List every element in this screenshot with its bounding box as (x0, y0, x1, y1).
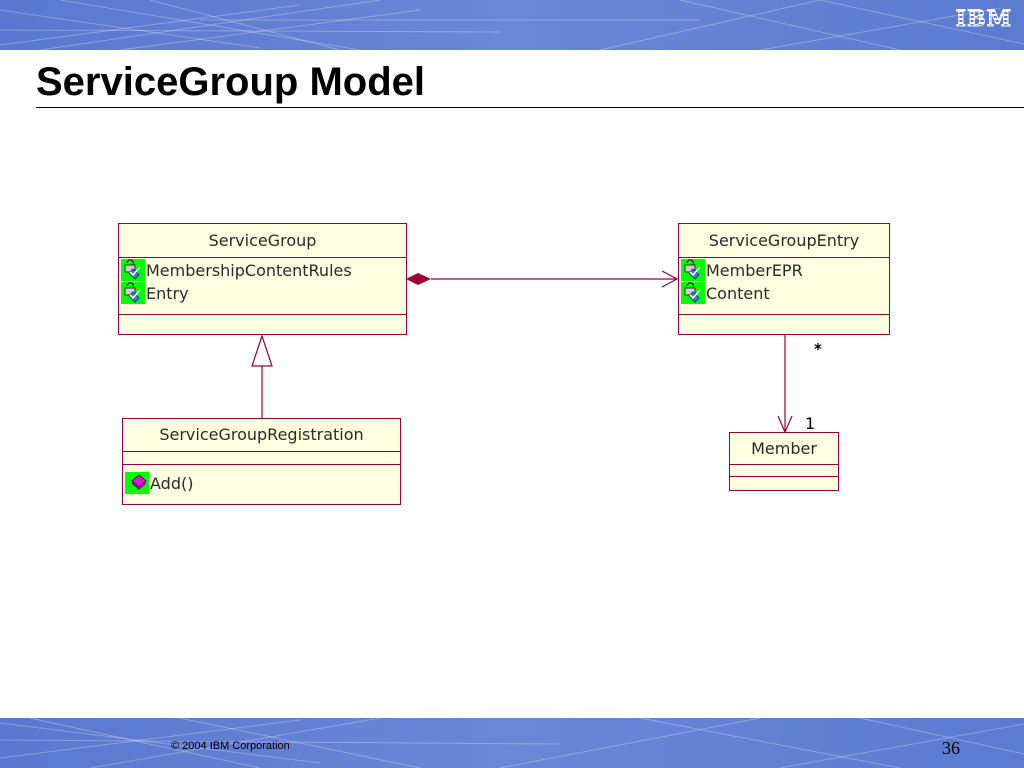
locked-attribute-icon (681, 282, 705, 304)
footer-band (0, 718, 1024, 768)
generalization-line (251, 334, 273, 418)
operation-compartment (679, 315, 889, 333)
header-band: IBM (0, 0, 1024, 50)
attribute-row[interactable]: MemberEPR (681, 259, 803, 281)
operation-label: Add() (150, 473, 194, 493)
operation-row[interactable]: Add() (125, 472, 193, 494)
class-name: Member (730, 433, 838, 465)
attribute-row[interactable]: Content (681, 282, 770, 304)
footer-band-pattern (0, 718, 1024, 768)
attribute-compartment: MemberEPR Content (679, 258, 889, 315)
class-service-group[interactable]: ServiceGroup MembershipContentRules Entr… (118, 223, 407, 335)
attribute-label: Content (706, 283, 770, 303)
attribute-label: MemberEPR (706, 260, 803, 280)
attribute-compartment (123, 452, 400, 465)
locked-attribute-icon (681, 259, 705, 281)
class-name: ServiceGroup (119, 224, 406, 258)
attribute-label: MembershipContentRules (146, 260, 352, 280)
operation-icon (125, 472, 149, 494)
class-name: ServiceGroupEntry (679, 224, 889, 258)
operation-compartment: Add() (123, 465, 400, 503)
copyright-text: © 2004 IBM Corporation (171, 740, 290, 752)
attribute-row[interactable]: Entry (121, 282, 189, 304)
attribute-compartment (730, 465, 838, 477)
class-member[interactable]: Member (729, 432, 839, 491)
operation-compartment (119, 315, 406, 333)
association-line (777, 335, 793, 434)
multiplicity-source-label: * (814, 340, 822, 358)
attribute-row[interactable]: MembershipContentRules (121, 259, 352, 281)
class-name: ServiceGroupRegistration (123, 419, 400, 452)
attribute-label: Entry (146, 283, 189, 303)
slide-title: ServiceGroup Model (36, 60, 425, 104)
operation-compartment (730, 477, 838, 489)
title-underline (36, 107, 1024, 108)
page-number: 36 (942, 738, 960, 758)
composition-line (431, 270, 679, 288)
composition-diamond (406, 273, 431, 285)
class-service-group-entry[interactable]: ServiceGroupEntry MemberEPR Content (678, 223, 890, 335)
attribute-compartment: MembershipContentRules Entry (119, 258, 406, 315)
class-service-group-registration[interactable]: ServiceGroupRegistration Add() (122, 418, 401, 505)
locked-attribute-icon (121, 282, 145, 304)
header-band-pattern (0, 0, 1024, 50)
multiplicity-target-label: 1 (805, 414, 816, 433)
locked-attribute-icon (121, 259, 145, 281)
ibm-logo: IBM (955, 6, 1012, 33)
